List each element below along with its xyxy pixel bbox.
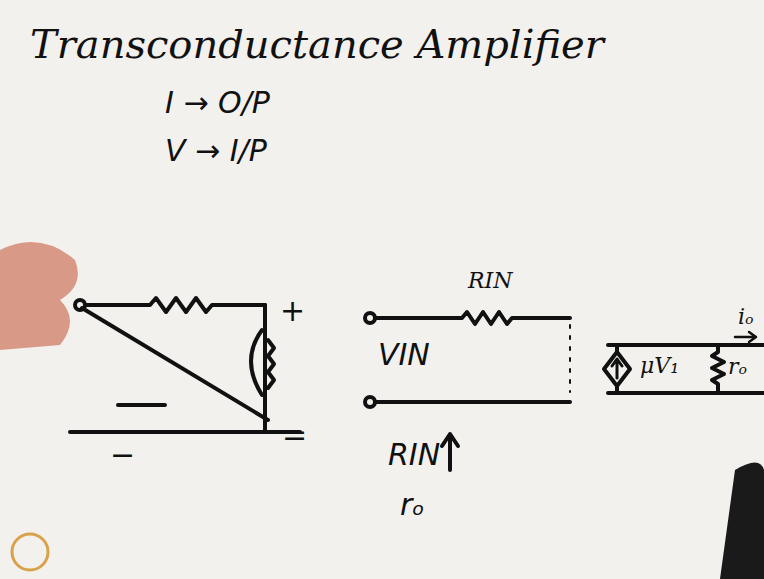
open-port	[569, 325, 571, 392]
curve	[251, 330, 262, 395]
current-label: iₒ	[738, 306, 754, 328]
resistor-label: RIN	[468, 270, 513, 292]
resistance-label: rₒ	[728, 356, 747, 378]
wire	[608, 391, 764, 395]
wire	[375, 400, 570, 404]
resistor-symbol	[712, 345, 724, 393]
resistor-symbol	[85, 298, 265, 312]
marker	[720, 463, 764, 579]
wire	[608, 343, 764, 347]
current-source-symbol	[604, 352, 630, 386]
arrow	[442, 434, 458, 470]
arrow	[735, 332, 756, 342]
note: V → I/P	[165, 136, 267, 166]
resistance-label: rₒ	[400, 490, 425, 520]
source-label: μV₁	[640, 355, 679, 377]
polarity-sign: =	[282, 420, 307, 450]
mark	[118, 403, 165, 407]
logo	[12, 534, 48, 570]
wire	[263, 305, 267, 430]
resistor-symbol	[268, 340, 274, 388]
polarity-sign: +	[280, 296, 305, 326]
title: Transconductance Amplifier	[30, 24, 604, 64]
polarity-sign: −	[110, 440, 135, 470]
hand	[0, 242, 78, 350]
resistance-label: RIN	[388, 440, 440, 470]
note: I → O/P	[165, 88, 270, 118]
wire	[70, 430, 300, 434]
resistor-symbol	[375, 312, 570, 324]
arrow	[612, 359, 622, 378]
wire	[82, 308, 268, 420]
signal-name: VIN	[378, 340, 430, 370]
